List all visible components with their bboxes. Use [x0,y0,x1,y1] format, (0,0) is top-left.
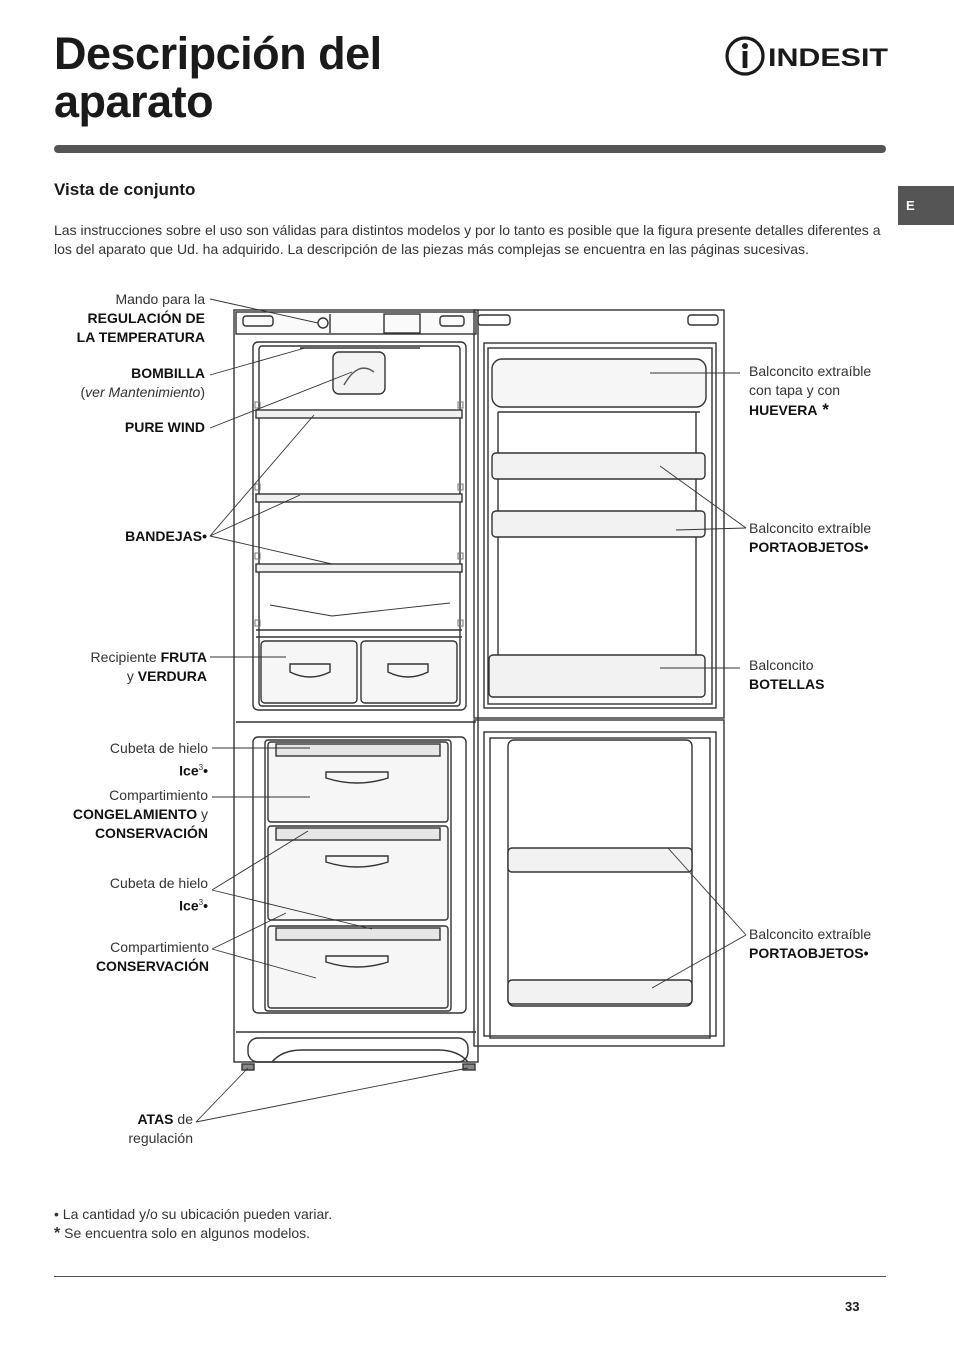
header-rule [54,145,886,153]
shelf-1 [255,409,463,419]
crisper-right [360,640,458,704]
page-title: Descripción del aparato [54,30,382,126]
shelf-3 [255,563,463,573]
label-temperature-control: Mando para la REGULACIÓN DE LA TEMPERATU… [76,291,205,345]
crisper-left [260,640,358,704]
fridge-compartment [252,341,467,711]
door-balcony-1 [491,452,706,480]
footer-rule [54,1276,886,1277]
label-freezer-compartment: Compartimiento CONGELAMIENTO y CONSERVAC… [72,787,208,841]
upper-door [473,309,725,719]
label-adjustment-feet: ATAS de regulación [128,1111,193,1146]
label-ice-tray-2: Cubeta de hielo Ice3• [109,875,208,914]
label-storage-compartment: Compartimiento CONSERVACIÓN [95,939,209,974]
label-shelves: BANDEJAS• [125,528,207,544]
freezer-drawer-2 [267,825,449,921]
label-pure-wind: PURE WIND [124,419,205,435]
brand-name: INDESIT [768,44,888,72]
page-number: 33 [845,1299,860,1314]
page-title-line2: aparato [54,76,214,127]
lower-door-balcony-2 [507,979,693,1005]
freezer-compartment [252,736,467,1014]
section-subtitle: Vista de conjunto [54,180,196,199]
label-egg-balcony: Balconcito extraíble con tapa y con HUEV… [749,363,872,419]
language-tab: E [898,186,954,225]
egg-balcony [491,358,707,408]
label-bottle-balcony: Balconcito BOTELLAS [749,657,825,692]
intro-paragraph: Las instrucciones sobre el uso son válid… [54,222,881,257]
label-ice-tray-1: Cubeta de hielo Ice3• [109,740,208,779]
base-grille [247,1037,469,1063]
page-title-line1: Descripción del [54,28,382,79]
label-light-bulb: BOMBILLA (ver Mantenimiento) [80,365,205,400]
lower-door-balcony-1 [507,847,693,873]
footnote-quantity: • La cantidad y/o su ubicación pueden va… [54,1206,333,1222]
footnote-models: * Se encuentra solo en algunos modelos. [54,1225,311,1242]
shelf-2 [255,493,463,503]
lower-door [473,719,725,1047]
label-fruit-veg-bin: Recipiente FRUTA y VERDURA [90,649,207,684]
bottle-balcony [488,654,706,698]
door-balcony-2 [491,510,706,538]
label-door-balcony-lower: Balconcito extraíble PORTAOBJETOS• [749,926,872,961]
freezer-drawer-1 [267,741,449,823]
label-door-balcony-upper: Balconcito extraíble PORTAOBJETOS• [749,520,872,555]
light-housing [332,351,386,395]
footnotes: • La cantidad y/o su ubicación pueden va… [54,1205,332,1243]
foot-left [241,1063,255,1071]
foot-right [462,1063,476,1071]
indesit-logo: INDESIT [725,36,888,76]
